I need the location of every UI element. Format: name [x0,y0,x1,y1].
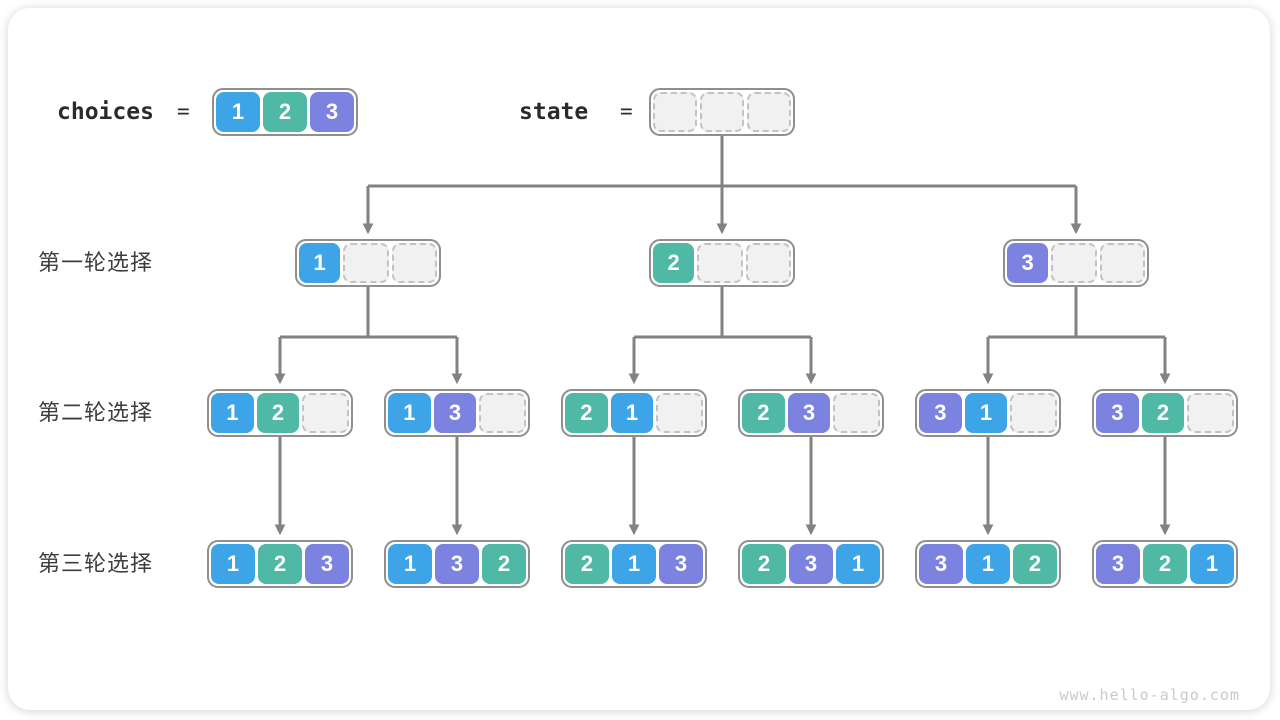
value-tile: 3 [1007,243,1049,283]
value-tile: 1 [964,393,1008,433]
value-tile: 1 [211,393,254,433]
value-tile: 3 [919,544,963,584]
empty-slot [656,393,704,433]
empty-slot [745,243,791,283]
round-1-label: 第一轮选择 [38,250,154,275]
value-tile: 3 [1096,393,1139,433]
node-box-round1-1: 1 [295,239,441,287]
value-tile: 2 [653,243,695,283]
value-tile: 2 [1141,393,1185,433]
empty-slot [343,243,389,283]
empty-slot [1187,393,1235,433]
value-tile: 1 [216,92,260,132]
value-tile: 1 [299,243,341,283]
state-equals-sign: = [620,99,633,123]
value-tile: 2 [565,393,608,433]
empty-slot [1051,243,1097,283]
value-tile: 3 [1096,544,1140,584]
empty-slot [391,243,437,283]
empty-slot [833,393,881,433]
value-tile: 1 [211,544,255,584]
value-tile: 1 [388,544,432,584]
value-tile: 2 [742,544,786,584]
choices-label: choices [57,99,154,125]
choices-equals-sign: = [177,99,190,123]
empty-slot [1010,393,1058,433]
state-array-box [649,88,795,136]
value-tile: 1 [836,544,880,584]
value-tile: 3 [919,393,962,433]
round-3-label: 第三轮选择 [38,551,154,576]
value-tile: 3 [789,544,833,584]
value-tile: 2 [742,393,785,433]
value-tile: 3 [310,92,354,132]
empty-slot [653,92,697,132]
value-tile: 3 [435,544,479,584]
value-tile: 1 [388,393,431,433]
value-tile: 3 [433,393,477,433]
value-tile: 2 [1013,544,1057,584]
value-tile: 1 [612,544,656,584]
value-tile: 2 [1143,544,1187,584]
value-tile: 3 [659,544,703,584]
value-tile: 2 [256,393,300,433]
empty-slot [747,92,791,132]
value-tile: 3 [305,544,349,584]
value-tile: 1 [610,393,654,433]
value-tile: 3 [787,393,831,433]
node-box-round1-2: 2 [649,239,795,287]
state-label: state [519,99,589,125]
empty-slot [302,393,350,433]
watermark: www.hello-algo.com [1059,686,1240,704]
diagram-card [8,8,1270,710]
value-tile: 1 [966,544,1010,584]
value-tile: 2 [482,544,526,584]
empty-slot [479,393,527,433]
empty-slot [700,92,744,132]
value-tile: 2 [263,92,307,132]
empty-slot [1099,243,1145,283]
value-tile: 2 [565,544,609,584]
value-tile: 1 [1190,544,1234,584]
empty-slot [697,243,743,283]
value-tile: 2 [258,544,302,584]
node-box-round1-3: 3 [1003,239,1149,287]
round-2-label: 第二轮选择 [38,400,154,425]
